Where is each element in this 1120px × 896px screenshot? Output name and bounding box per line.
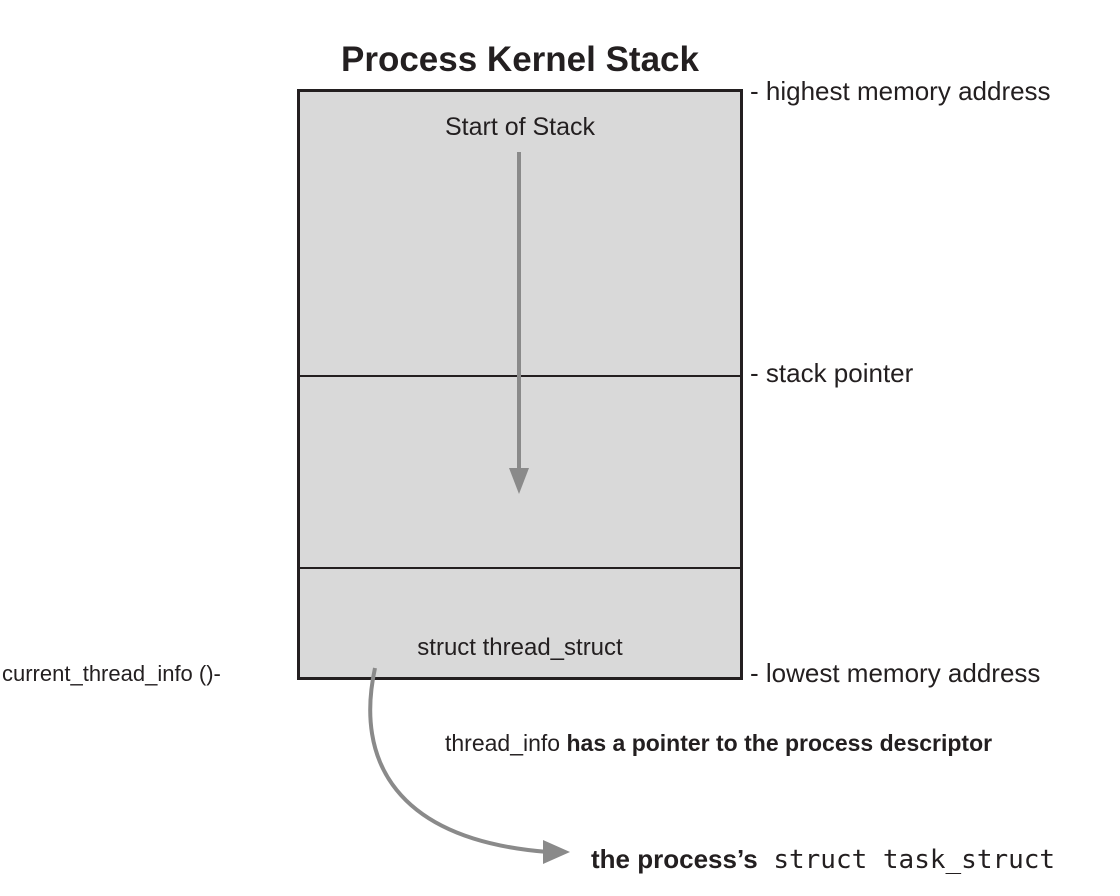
task-struct-owner: the process’s: [591, 844, 758, 874]
pointer-curve-arrow: [368, 667, 570, 864]
stack-pointer-line: [300, 375, 740, 377]
start-of-stack-label: Start of Stack: [444, 113, 596, 141]
kernel-stack-box: Start of Stack struct thread_struct: [297, 89, 743, 680]
current-thread-info-label: current_thread_info ()-: [2, 661, 221, 686]
thread-info-boundary-line: [300, 567, 740, 569]
thread-info-note-text: has a pointer to the process descriptor: [560, 730, 993, 756]
thread-info-term: thread_info: [445, 730, 561, 756]
thread-struct-label: struct thread_struct: [417, 634, 623, 661]
thread-info-note: thread_info has a pointer to the process…: [445, 728, 992, 758]
task-struct-label: the process’s struct task_struct: [591, 843, 1055, 876]
diagram-title: Process Kernel Stack: [341, 40, 699, 79]
highest-address-label: - highest memory address: [750, 76, 1051, 106]
stack-pointer-label: - stack pointer: [750, 358, 914, 388]
task-struct-code: struct task_struct: [757, 845, 1056, 875]
lowest-address-label: - lowest memory address: [750, 658, 1041, 688]
